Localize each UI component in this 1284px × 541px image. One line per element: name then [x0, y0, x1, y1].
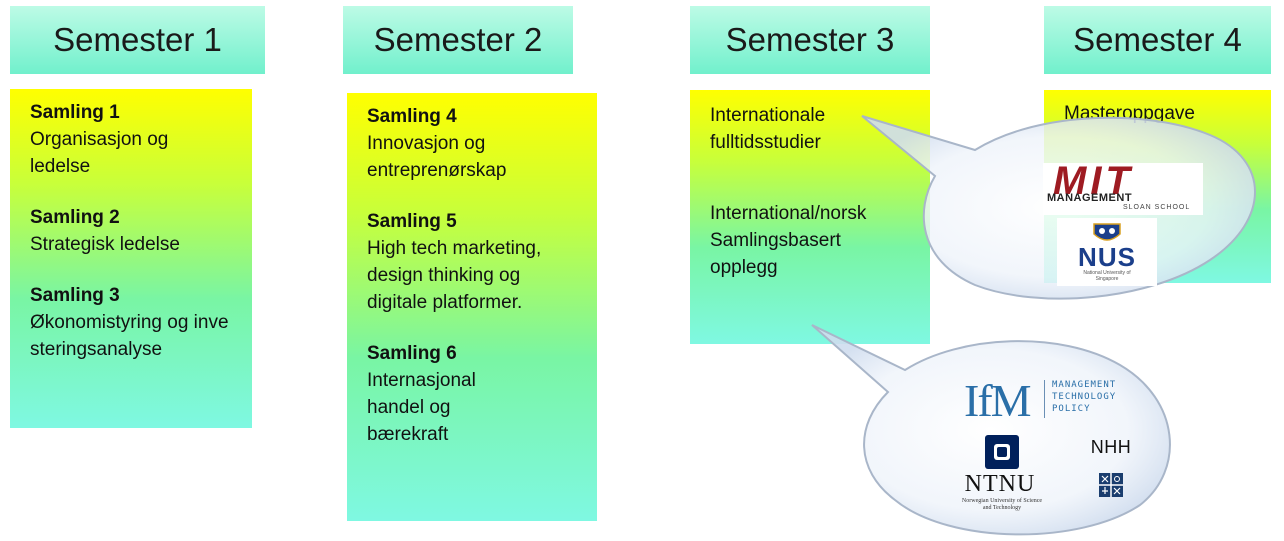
samling-2-text: Strategisk ledelse [30, 234, 180, 255]
ifm-line-2: TECHNOLOGY [1052, 392, 1117, 402]
mit-sloan-text: SLOAN SCHOOL [1123, 204, 1191, 211]
samling-1-title: Samling 1 [30, 102, 120, 123]
nhh-logo: NHH [1086, 437, 1136, 507]
samling-6-title: Samling 6 [367, 343, 457, 364]
ntnu-emblem-icon [985, 435, 1019, 469]
ifm-letters: IfM [964, 375, 1032, 426]
ifm-line-3: POLICY [1052, 404, 1091, 414]
ntnu-subtitle: Norwegian University of Science and Tech… [961, 498, 1043, 511]
samling-4: Samling 4 Innovasjon og entreprenørskap [367, 103, 577, 184]
samling-5-title: Samling 5 [367, 211, 457, 232]
mit-management-text: MANAGEMENT [1047, 192, 1133, 204]
semester-2-header: Semester 2 [343, 6, 573, 74]
samling-2-title: Samling 2 [30, 207, 120, 228]
ifm-logo: IfM MANAGEMENT TECHNOLOGY POLICY [962, 375, 1132, 426]
semester-1-content: Samling 1 Organisasjon og ledelse Samlin… [10, 89, 252, 428]
intl-fulltime: Internationale fulltidsstudier [710, 105, 826, 153]
intl-norsk: International/norsk Samlingsbasert opple… [710, 203, 867, 278]
semester-4-header: Semester 4 [1044, 6, 1271, 74]
nhh-letters: NHH [1090, 437, 1132, 457]
samling-1-text: Organisasjon og ledelse [30, 129, 169, 177]
samling-3: Samling 3 Økonomistyring og investerings… [30, 282, 232, 363]
ifm-divider [1044, 380, 1045, 418]
mit-letters: MIT [1053, 159, 1134, 203]
samling-6: Samling 6 Internasjonal handel og bærekr… [367, 340, 577, 448]
semester-1-header: Semester 1 [10, 6, 265, 74]
samling-5: Samling 5 High tech marketing, design th… [367, 208, 577, 316]
samling-5-text: High tech marketing, design thinking og … [367, 238, 542, 313]
masteroppgave: Masteroppgave [1064, 103, 1195, 124]
ntnu-logo: NTNU Norwegian University of Science and… [945, 435, 1055, 515]
nus-letters: NUS [1078, 242, 1136, 272]
ifm-line-1: MANAGEMENT [1052, 380, 1117, 390]
nus-logo: NUS National University of Singapore [1057, 218, 1157, 286]
samling-3-title: Samling 3 [30, 285, 120, 306]
samling-4-text: Innovasjon og entreprenørskap [367, 133, 507, 181]
samling-2: Samling 2 Strategisk ledelse [30, 204, 232, 258]
semester-2-content: Samling 4 Innovasjon og entreprenørskap … [347, 93, 597, 521]
nus-crest-icon [1093, 223, 1121, 241]
samling-3-text: Økonomistyring og investeringsanalyse [30, 312, 229, 360]
samling-6-text: Internasjonal handel og bærekraft [367, 370, 476, 445]
samling-4-title: Samling 4 [367, 106, 457, 127]
nus-subtitle: National University of Singapore [1083, 270, 1131, 282]
nhh-emblem-icon [1099, 473, 1123, 497]
mit-sloan-logo: MIT MANAGEMENT SLOAN SCHOOL [1043, 159, 1203, 215]
samling-1: Samling 1 Organisasjon og ledelse [30, 99, 232, 180]
semester-3-header: Semester 3 [690, 6, 930, 74]
semester-3-content: Internationale fulltidsstudier Internati… [690, 90, 930, 344]
ntnu-letters: NTNU [964, 471, 1036, 497]
